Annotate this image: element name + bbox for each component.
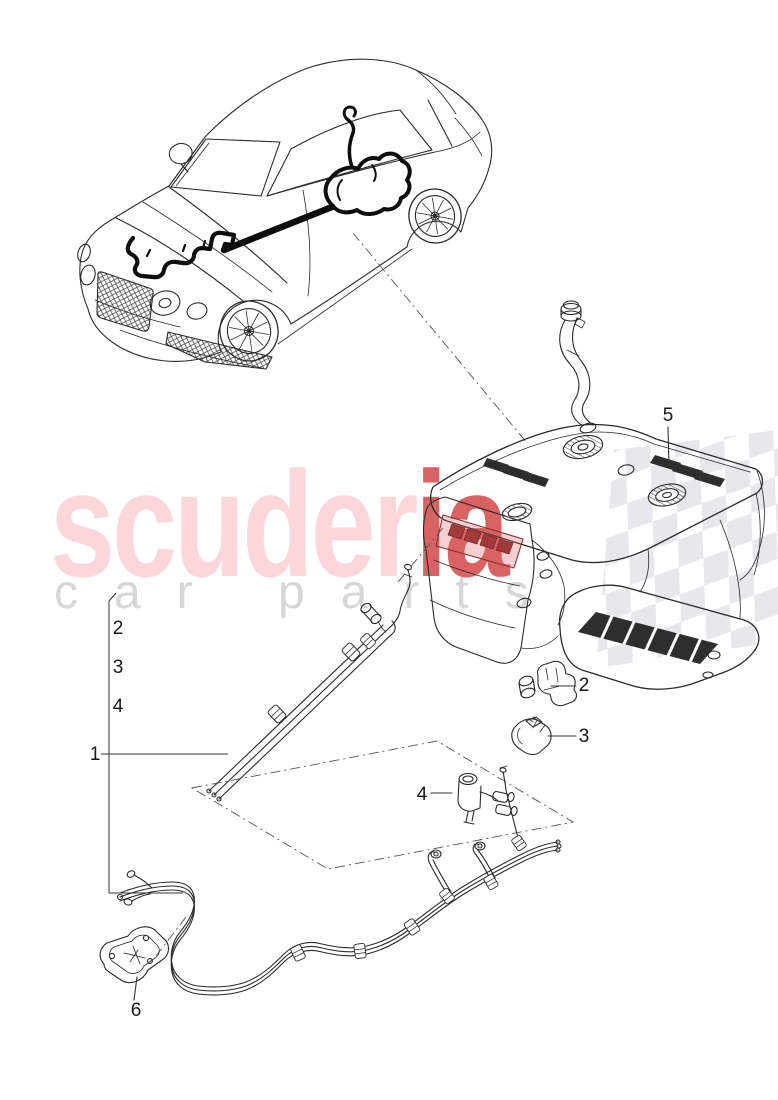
tank-right-lobe: [558, 584, 760, 690]
leader-tank-to-pipes: [397, 527, 444, 583]
car-rear-wheel: [408, 188, 462, 244]
watermark-brand-prefix: scuder: [50, 440, 418, 608]
fuel-filler-neck: [559, 300, 597, 434]
leader-label-6: [133, 976, 138, 1001]
callout-label-assembly: 1: [90, 744, 101, 765]
watermark-brand: scuderia: [50, 449, 509, 599]
callout-bracket: [101, 592, 228, 894]
leader-car-to-tank: [352, 232, 528, 444]
tank-top-ribs: [483, 455, 725, 487]
part-valve-4: [430, 772, 518, 825]
lower-fuel-lines: [116, 765, 562, 996]
callout-label-valve: 4: [417, 784, 428, 805]
callout-label-clip-square: 2: [579, 675, 590, 696]
watermark-brand-suffix: ia: [415, 440, 509, 608]
upper-fuel-lines: [206, 563, 413, 802]
car-headlights: [77, 243, 208, 320]
car-grille: [96, 271, 154, 332]
leader-label-5: [667, 426, 670, 467]
callout-label-clip-round: 3: [579, 726, 590, 747]
fuel-pump-flanges: [562, 434, 687, 507]
callout-label-mount-bracket: 6: [131, 1000, 142, 1021]
part-clip-2: [518, 660, 577, 707]
car-front-wheel: [219, 300, 279, 362]
fuel-tank-illustration: [422, 300, 765, 690]
bracket-label-clip-round: 3: [113, 657, 124, 678]
checkered-flag-watermark: [596, 430, 778, 668]
leader-bracket-position: [155, 916, 187, 957]
tank-left-lobe: [422, 496, 535, 664]
callout-label-fuel-tank: 5: [663, 405, 674, 426]
bracket-label-valve: 4: [113, 696, 124, 717]
car-illustration: [77, 58, 493, 370]
detail-view-outline: [190, 740, 575, 870]
part-bracket-6: [99, 926, 170, 1001]
car-windshield: [170, 138, 281, 197]
bracket-label-clip-square: 2: [113, 618, 124, 639]
part-clip-3: [511, 716, 577, 756]
car-mirror: [168, 142, 193, 173]
fuel-line-harness-on-car: [125, 105, 412, 280]
